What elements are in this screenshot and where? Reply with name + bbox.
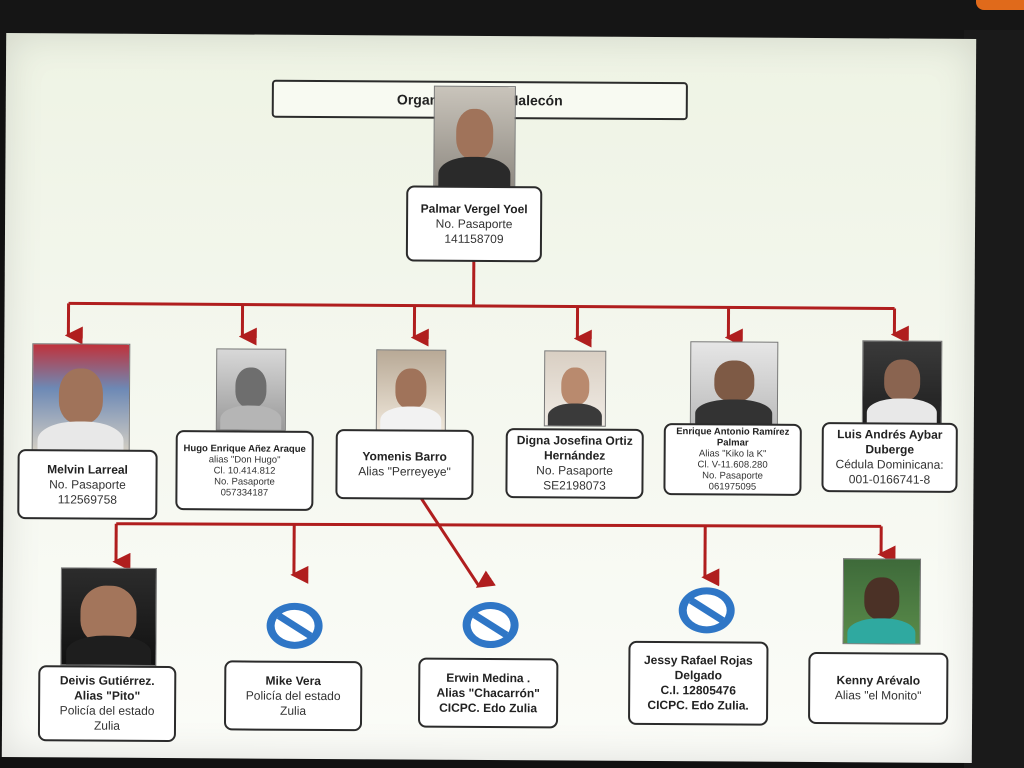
node-enrique-line: 061975095 <box>708 481 757 493</box>
node-deivis-line: Zulia <box>93 718 121 733</box>
photo-digna <box>543 350 607 427</box>
node-erwin: Erwin Medina . Alias "Chacarrón" CICPC. … <box>417 657 559 729</box>
node-kenny-line: Alias "el Monito" <box>834 688 922 703</box>
node-melvin-line: No. Pasaporte <box>49 476 126 492</box>
node-kenny-name: Kenny Arévalo <box>836 673 921 688</box>
connector-level3-bar <box>116 522 882 528</box>
node-melvin-name: Melvin Larreal <box>47 461 128 477</box>
node-jessy-line: CICPC. Edo Zulia. <box>647 697 749 713</box>
slide: Organización El Malecón Palmar Vergel Yo… <box>1 33 977 763</box>
node-yomenis: Yomenis Barro Alias "Perreyeye" <box>335 429 474 500</box>
node-mike-name: Mike Vera <box>265 673 322 688</box>
node-jessy-name: Jessy Rafael Rojas Delgado <box>643 652 753 683</box>
node-yomenis-name: Yomenis Barro <box>362 449 447 464</box>
node-mike-line: Policía del estado <box>245 688 341 703</box>
photo-yomenis <box>375 349 447 432</box>
photo-hugo <box>215 348 287 431</box>
node-digna-line: SE2198073 <box>543 478 606 493</box>
node-digna: Digna Josefina Ortiz Hernández No. Pasap… <box>505 428 644 499</box>
photo-luis <box>861 340 943 425</box>
node-erwin-line: Alias "Chacarrón" <box>436 685 540 700</box>
node-mike-line: Zulia <box>280 703 307 718</box>
node-digna-name: Digna Josefina Ortiz Hernández <box>516 433 633 463</box>
node-leader-line: No. Pasaporte <box>435 216 513 231</box>
node-deivis-line: Policía del estado <box>59 703 155 718</box>
photo-enrique <box>689 341 779 426</box>
node-hugo-line: Cl. 10.414.812 <box>213 464 276 477</box>
node-hugo-line: 057334187 <box>220 486 269 499</box>
node-jessy-line: C.I. 12805476 <box>660 683 736 698</box>
node-hugo-line: No. Pasaporte <box>214 475 275 488</box>
node-enrique-line: Cl. V-11.608.280 <box>697 459 768 471</box>
node-hugo: Hugo Enrique Añez Araque alias "Don Hugo… <box>175 430 314 511</box>
node-enrique: Enrique Antonio Ramírez Palmar Alias "Ki… <box>663 423 802 496</box>
node-yomenis-line: Alias "Perreyeye" <box>358 464 451 479</box>
no-photo-icon <box>266 602 323 649</box>
photo-melvin <box>31 343 131 456</box>
node-luis-name: Luis Andrés Aybar Duberge <box>837 427 943 457</box>
node-digna-line: No. Pasaporte <box>536 463 613 478</box>
node-kenny: Kenny Arévalo Alias "el Monito" <box>808 651 949 725</box>
node-melvin-line: 112569758 <box>57 491 118 507</box>
node-leader: Palmar Vergel Yoel No. Pasaporte 1411587… <box>405 185 543 263</box>
node-enrique-name: Enrique Antonio Ramírez Palmar <box>676 426 790 449</box>
node-hugo-line: alias "Don Hugo" <box>208 453 281 466</box>
photo-leader <box>433 85 516 189</box>
node-melvin: Melvin Larreal No. Pasaporte 112569758 <box>17 449 158 520</box>
photo-kenny <box>842 558 922 645</box>
no-photo-icon <box>462 602 519 649</box>
node-luis-line: Cédula Dominicana: <box>835 457 944 472</box>
node-deivis: Deivis Gutiérrez. Alias "Pito" Policía d… <box>37 665 177 743</box>
node-mike: Mike Vera Policía del estado Zulia <box>223 660 363 732</box>
node-luis-line: 001-0166741-8 <box>848 472 931 487</box>
node-erwin-name: Erwin Medina . <box>446 670 531 685</box>
node-deivis-name: Deivis Gutiérrez. <box>59 673 155 688</box>
arrow-to-erwin <box>420 497 496 588</box>
node-hugo-name: Hugo Enrique Añez Araque <box>183 442 306 455</box>
node-erwin-line: CICPC. Edo Zulia <box>439 700 538 715</box>
node-enrique-line: Alias "Kiko la K" <box>698 448 767 460</box>
node-luis: Luis Andrés Aybar Duberge Cédula Dominic… <box>821 422 958 493</box>
brand-logo-fragment <box>976 0 1024 10</box>
photo-deivis <box>60 567 157 666</box>
connector-level2-bar <box>68 301 895 310</box>
node-jessy: Jessy Rafael Rojas Delgado C.I. 12805476… <box>628 640 769 726</box>
no-photo-icon <box>678 587 735 634</box>
node-deivis-line: Alias "Pito" <box>74 688 141 703</box>
node-enrique-line: No. Pasaporte <box>702 470 763 482</box>
connector-lines <box>64 260 909 588</box>
node-leader-name: Palmar Vergel Yoel <box>420 201 528 216</box>
node-leader-line: 141158709 <box>444 231 504 246</box>
